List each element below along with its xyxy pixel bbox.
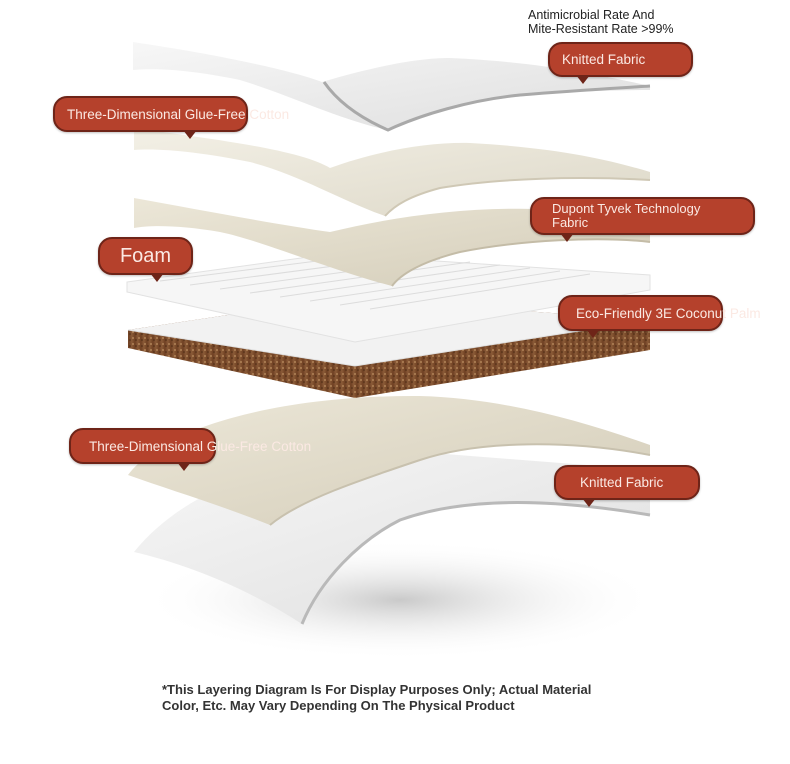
callout-label: Eco-Friendly 3E Coconut Palm bbox=[576, 305, 761, 321]
callout-knitted-fabric-bottom: Knitted Fabric bbox=[554, 465, 700, 507]
layer-dupont-tyvek bbox=[134, 198, 650, 286]
antimicrobial-note-line2: Mite-Resistant Rate >99% bbox=[528, 22, 674, 36]
layer-knitted-top bbox=[133, 42, 650, 130]
callout-label: Dupont Tyvek Technology Fabric bbox=[552, 201, 701, 230]
callout-label: Three-Dimensional Glue-Free Cotton bbox=[89, 438, 312, 454]
callout-knitted-fabric-top: Knitted Fabric bbox=[548, 42, 693, 84]
layer-glue-free-top bbox=[134, 128, 650, 216]
callout-label: Knitted Fabric bbox=[580, 475, 664, 490]
callout-coconut-palm: Eco-Friendly 3E Coconut Palm bbox=[558, 295, 761, 338]
display-disclaimer: *This Layering Diagram Is For Display Pu… bbox=[162, 682, 592, 713]
antimicrobial-note: Antimicrobial Rate And Mite-Resistant Ra… bbox=[528, 8, 674, 36]
layer-glue-free-bottom bbox=[128, 395, 650, 525]
callout-label: Three-Dimensional Glue-Free Cotton bbox=[67, 106, 290, 122]
callout-dupont-tyvek: Dupont Tyvek Technology Fabric bbox=[530, 197, 755, 242]
callout-glue-free-cotton-top: Three-Dimensional Glue-Free Cotton bbox=[53, 96, 289, 139]
callout-foam: Foam bbox=[98, 237, 193, 282]
callout-label: Foam bbox=[119, 244, 172, 267]
callout-label: Knitted Fabric bbox=[562, 52, 646, 67]
callout-glue-free-cotton-bottom: Three-Dimensional Glue-Free Cotton bbox=[69, 428, 311, 471]
antimicrobial-note-line1: Antimicrobial Rate And bbox=[528, 8, 655, 22]
